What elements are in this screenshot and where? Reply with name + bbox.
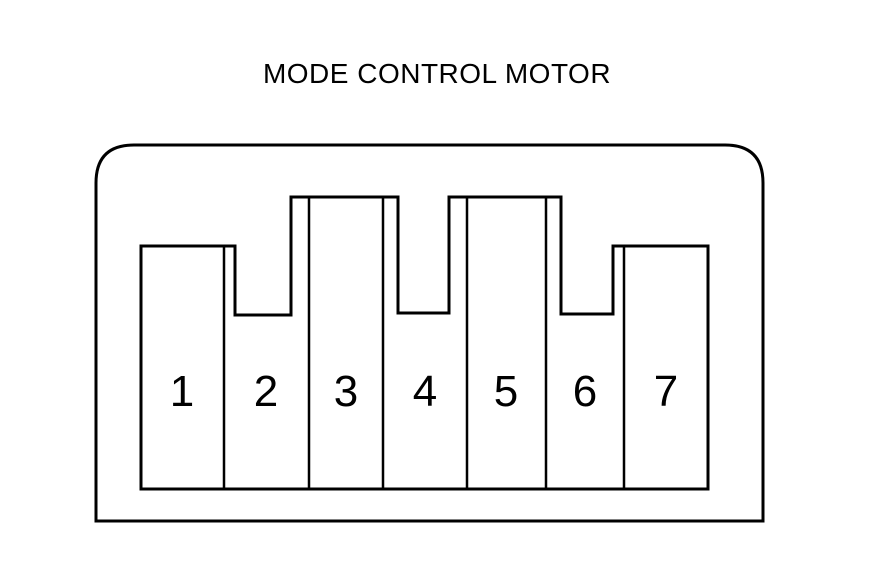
pin-label-5: 5 (493, 367, 519, 416)
pin-label-4: 4 (412, 367, 438, 416)
pin-label-7: 7 (653, 367, 679, 416)
pin-label-2: 2 (253, 367, 279, 416)
cavity-profile-outline (139, 195, 710, 491)
pin-label-3: 3 (333, 367, 359, 416)
connector-housing-outline (94, 143, 765, 523)
pin-label-6: 6 (572, 367, 598, 416)
page-title: MODE CONTROL MOTOR (262, 58, 612, 89)
pin-label-1: 1 (169, 367, 195, 416)
